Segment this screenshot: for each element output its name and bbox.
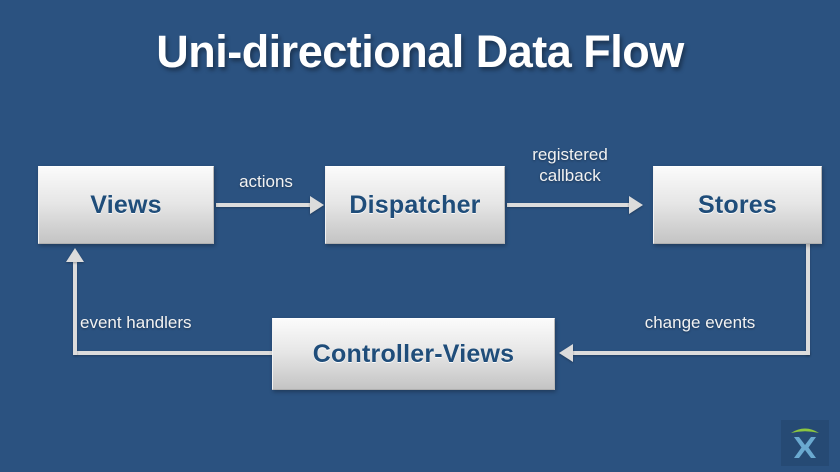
edge-label-change-events: change events (644, 313, 756, 332)
edge-label-event-handlers: event handlers (80, 313, 192, 332)
logo-x-figure-icon (794, 437, 816, 458)
connector-views-to-dispatcher (216, 203, 312, 207)
node-views-label: Views (90, 190, 162, 219)
node-controller-views-label: Controller-Views (312, 339, 515, 368)
logo-arc-icon (791, 428, 819, 433)
edge-label-registered-callback: registered callback (505, 144, 635, 186)
edge-label-registered-callback-line2: callback (539, 166, 601, 185)
node-dispatcher[interactable]: Dispatcher (325, 166, 505, 244)
page-title: Uni-directional Data Flow (156, 26, 684, 77)
node-stores[interactable]: Stores (653, 166, 822, 244)
node-dispatcher-label: Dispatcher (349, 190, 481, 219)
connector-stores-down (806, 244, 810, 355)
edge-label-registered-callback-line1: registered (532, 145, 608, 164)
arrowhead-left-icon (559, 344, 573, 362)
connector-stores-to-controller-views (573, 351, 810, 355)
connector-controller-views-to-views (73, 262, 77, 355)
connector-controller-views-left (75, 351, 274, 355)
arrowhead-right-icon (629, 196, 643, 214)
arrowhead-right-icon (310, 196, 324, 214)
node-controller-views[interactable]: Controller-Views (272, 318, 555, 390)
edge-label-actions: actions (239, 172, 293, 191)
arrowhead-up-icon (66, 248, 84, 262)
connector-dispatcher-to-stores (507, 203, 631, 207)
node-views[interactable]: Views (38, 166, 214, 244)
brand-logo (781, 420, 829, 466)
brand-logo-icon (791, 428, 819, 458)
node-stores-label: Stores (697, 190, 777, 219)
